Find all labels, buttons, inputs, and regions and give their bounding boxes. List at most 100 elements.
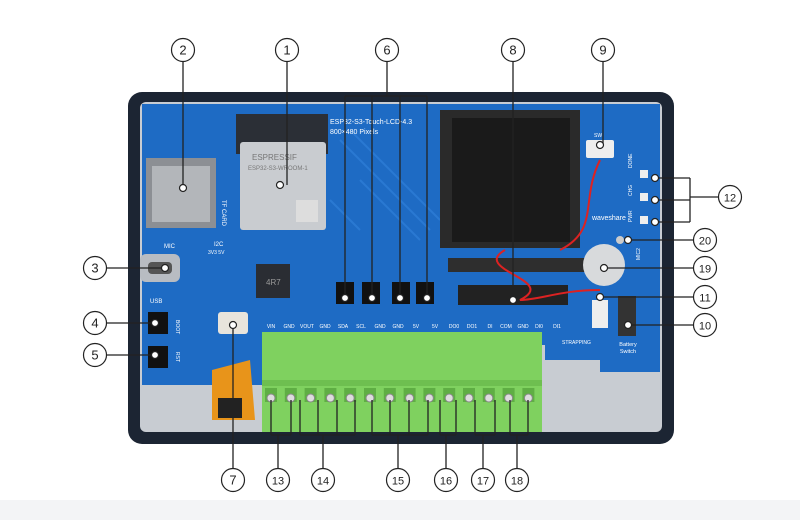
battery-switch bbox=[618, 296, 636, 336]
screw-icon bbox=[325, 393, 335, 403]
callout-6: 6 bbox=[374, 37, 400, 63]
callout-number: 16 bbox=[440, 476, 452, 488]
touch-ic bbox=[218, 398, 242, 418]
boot-label: BOOT bbox=[174, 320, 180, 334]
callout-10: 10 bbox=[692, 312, 718, 338]
module-brand: ESPRESSIF bbox=[252, 153, 297, 162]
callout-endpoint-dot bbox=[595, 140, 605, 150]
callout-endpoint-dot bbox=[599, 263, 609, 273]
battery-connector bbox=[592, 300, 608, 328]
inductor-label: 4R7 bbox=[266, 278, 281, 287]
callout-16: 16 bbox=[433, 467, 459, 493]
callout-circle bbox=[717, 184, 743, 210]
pin-label: GND bbox=[283, 324, 295, 330]
callout-number: 5 bbox=[91, 348, 98, 363]
pin-label: DI0 bbox=[535, 324, 543, 330]
inductor bbox=[256, 264, 290, 298]
callout-1: 1 bbox=[274, 37, 300, 63]
callout-circle bbox=[692, 312, 718, 338]
led-done-label: DONE bbox=[628, 153, 634, 168]
callout-number: 20 bbox=[699, 236, 711, 248]
mic-label: MIC bbox=[164, 244, 176, 250]
callout-circle bbox=[692, 227, 718, 253]
callout-17: 17 bbox=[470, 467, 496, 493]
callout-endpoint-dot bbox=[595, 292, 605, 302]
led-pwr-label: PWR bbox=[628, 210, 634, 222]
callout-9: 9 bbox=[590, 37, 616, 63]
screw-icon bbox=[444, 393, 454, 403]
strapping-label: STRAPPING bbox=[562, 340, 591, 346]
callout-number: 10 bbox=[699, 321, 711, 333]
pin-label: DI bbox=[488, 324, 493, 330]
screw-icon bbox=[464, 393, 474, 403]
rst-label: RST bbox=[174, 352, 180, 362]
board-resolution: 800×480 Pixels bbox=[330, 129, 379, 136]
callout-number: 6 bbox=[383, 43, 390, 58]
callout-number: 12 bbox=[724, 193, 736, 205]
usb-label: USB bbox=[150, 299, 162, 305]
pcb-traces bbox=[329, 129, 441, 241]
callout-endpoint-dot bbox=[508, 295, 518, 305]
callout-endpoint-dot bbox=[422, 293, 432, 303]
callout-circle bbox=[82, 310, 108, 336]
callout-circle bbox=[433, 467, 459, 493]
callout-endpoint-dot bbox=[623, 235, 633, 245]
pin-label: SDA bbox=[338, 324, 349, 330]
callout-number: 4 bbox=[91, 316, 98, 331]
pin-label: GND bbox=[319, 324, 331, 330]
callout-number: 7 bbox=[229, 473, 236, 488]
pin-label: 5V bbox=[432, 324, 439, 330]
callout-endpoint-dot bbox=[340, 293, 350, 303]
callout-endpoint-dot bbox=[367, 293, 377, 303]
callout-number: 17 bbox=[477, 476, 489, 488]
callout-7: 7 bbox=[220, 467, 246, 493]
pin-label: 5V bbox=[413, 324, 420, 330]
callout-endpoint-dot bbox=[623, 320, 633, 330]
callout-19: 19 bbox=[692, 255, 718, 281]
pin-label: VIN bbox=[267, 324, 276, 330]
callout-circle bbox=[500, 37, 526, 63]
screw-icon bbox=[365, 393, 375, 403]
terminal-block-ridge bbox=[262, 380, 542, 386]
callout-number: 3 bbox=[91, 261, 98, 276]
callout-circle bbox=[265, 467, 291, 493]
callout-circle bbox=[692, 284, 718, 310]
mic2 bbox=[616, 236, 624, 244]
screw-icon bbox=[345, 393, 355, 403]
callout-4: 4 bbox=[82, 310, 108, 336]
callout-18: 18 bbox=[504, 467, 530, 493]
callout-number: 9 bbox=[599, 43, 606, 58]
callout-3: 3 bbox=[82, 255, 108, 281]
callout-circle bbox=[82, 255, 108, 281]
callout-number: 11 bbox=[699, 293, 710, 305]
callout-number: 13 bbox=[272, 476, 284, 488]
callout-circle bbox=[470, 467, 496, 493]
pin-label: GND bbox=[392, 324, 404, 330]
callout-number: 1 bbox=[283, 43, 290, 58]
pin-label: COM bbox=[500, 324, 512, 330]
pin-label: SCL bbox=[356, 324, 366, 330]
callout-circle bbox=[220, 467, 246, 493]
callout-13: 13 bbox=[265, 467, 291, 493]
qr-code bbox=[296, 200, 318, 222]
callout-circle bbox=[590, 37, 616, 63]
pin-label: GND bbox=[374, 324, 386, 330]
battery-wire bbox=[495, 249, 601, 301]
callout-endpoint-dot bbox=[160, 263, 170, 273]
status-leds bbox=[640, 170, 648, 224]
callout-8: 8 bbox=[500, 37, 526, 63]
callout-circle bbox=[170, 37, 196, 63]
speaker-label: SW bbox=[594, 133, 602, 139]
i2c-label: I2C bbox=[214, 242, 224, 248]
callout-2: 2 bbox=[170, 37, 196, 63]
callout-circle bbox=[82, 342, 108, 368]
screw-icon bbox=[306, 393, 316, 403]
callout-circle bbox=[274, 37, 300, 63]
callout-endpoint-dot bbox=[650, 195, 660, 205]
pin-label: VOUT bbox=[300, 324, 314, 330]
callout-number: 19 bbox=[699, 264, 711, 276]
led-chg-label: CHG bbox=[628, 185, 634, 196]
callout-endpoint-dot bbox=[178, 183, 188, 193]
callout-endpoint-dot bbox=[650, 217, 660, 227]
